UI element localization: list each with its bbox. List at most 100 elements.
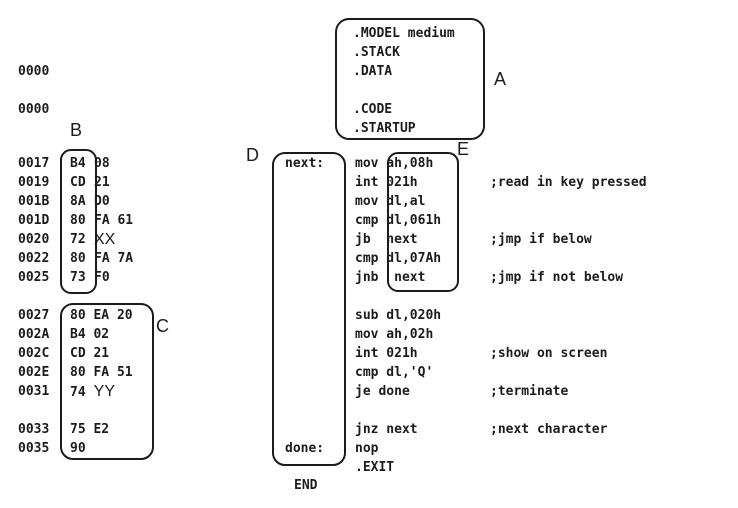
operand-bytes: F0 <box>94 268 110 287</box>
opcode-byte: 80 <box>70 251 86 266</box>
address: 0033 <box>18 422 50 437</box>
directive-line: .CODE <box>353 102 393 117</box>
comment: ;next character <box>490 422 608 437</box>
code-row: cmp dl,'Q' <box>0 363 738 382</box>
instruction: .EXIT <box>355 460 395 475</box>
code-row <box>0 401 738 420</box>
address: 0022 <box>18 251 50 266</box>
opcode-byte: 72 <box>70 232 86 247</box>
code-row <box>0 287 738 306</box>
listing-row: 002A B4 02 <box>0 325 738 344</box>
listing-row: 0022 80 FA 7A <box>0 249 738 268</box>
listing-row: 001D 80 FA 61 <box>0 211 738 230</box>
code-row: .EXIT <box>0 458 738 477</box>
instruction: cmp dl,'Q' <box>355 365 434 380</box>
end-directive: END <box>294 478 318 493</box>
annotation-box-d <box>272 152 346 466</box>
instruction: jnb next <box>355 270 426 285</box>
annotation-box-a <box>335 18 485 140</box>
opcode-byte: CD <box>70 175 86 190</box>
line-label: next: <box>285 156 325 171</box>
unknown-byte-placeholder: XX <box>94 231 116 248</box>
address: 0027 <box>18 308 50 323</box>
line-label: done: <box>285 441 325 456</box>
code-row: cmp dl,07Ah <box>0 249 738 268</box>
directive-line: .STACK <box>353 45 400 60</box>
annotation-box-e <box>387 152 459 292</box>
comment: ;show on screen <box>490 346 608 361</box>
annotation-box-c <box>60 303 154 460</box>
segment-address-column: 0000 0000 <box>18 62 49 119</box>
address: 0031 <box>18 384 50 399</box>
byte-text: 80 FA 51 <box>70 365 133 380</box>
address: 001D <box>18 213 50 228</box>
address: 0025 <box>18 270 50 285</box>
operand-bytes: 80 EA 20 <box>70 306 133 325</box>
instruction: mov dl,al <box>355 194 426 209</box>
region-label-a: A <box>494 69 507 89</box>
directive-line <box>353 81 455 100</box>
operand-bytes: CD 21 <box>70 344 109 363</box>
instruction: je done <box>355 384 410 399</box>
operand-bytes: 08 <box>94 154 110 173</box>
byte-text: CD 21 <box>70 346 110 361</box>
region-label-b: B <box>70 120 83 140</box>
instruction: int 021h <box>355 175 418 190</box>
comment: ;read in key pressed <box>490 175 647 190</box>
operand-bytes: D0 <box>94 192 110 211</box>
opcode-byte: 73 <box>70 270 86 285</box>
byte-text: D0 <box>94 194 110 209</box>
operand-bytes: 90 <box>70 439 86 458</box>
code-row: mov ah,02h <box>0 325 738 344</box>
operand-bytes: B4 02 <box>70 325 109 344</box>
address: 001B <box>18 194 50 209</box>
code-row: int 021h;show on screen <box>0 344 738 363</box>
segment-address: 0000 <box>18 102 50 117</box>
opcode-byte: 8A <box>70 194 86 209</box>
region-label-c: C <box>156 316 169 336</box>
instruction: jnz next <box>355 422 418 437</box>
address: 0019 <box>18 175 50 190</box>
instruction: mov ah,02h <box>355 327 434 342</box>
operand-bytes: FA 61 <box>94 211 133 230</box>
byte-text: 80 EA 20 <box>70 308 133 323</box>
byte-text: B4 02 <box>70 327 110 342</box>
address: 0020 <box>18 232 50 247</box>
directive-line: .DATA <box>353 64 393 79</box>
code-row: jnb next ;jmp if not below <box>0 268 738 287</box>
instruction: sub dl,020h <box>355 308 442 323</box>
segment-address: 0000 <box>18 64 50 79</box>
listing-row: 0035 90 <box>0 439 738 458</box>
comment: ;jmp if not below <box>490 270 624 285</box>
operand-bytes: 21 <box>94 173 110 192</box>
instruction: nop <box>355 441 379 456</box>
listing-row: 002E 80 FA 51 <box>0 363 738 382</box>
code-row: jb next;jmp if below <box>0 230 738 249</box>
instruction: cmp dl,061h <box>355 213 442 228</box>
address: 002A <box>18 327 50 342</box>
directive-line: .STARTUP <box>353 121 416 136</box>
opcode-byte: 80 <box>70 213 86 228</box>
code-row: sub dl,020h <box>0 306 738 325</box>
code-row: jnz next ;next character <box>0 420 738 439</box>
code-row: int 021h ;read in key pressed <box>0 173 738 192</box>
code-row: cmp dl,061h <box>0 211 738 230</box>
operand-bytes: 80 FA 51 <box>70 363 133 382</box>
byte-text: 74 <box>70 385 86 400</box>
directive-line: .MODEL medium <box>353 26 455 41</box>
listing-row: 0027 80 EA 20 <box>0 306 738 325</box>
code-row: mov dl,al <box>0 192 738 211</box>
address: 002E <box>18 365 50 380</box>
listing-row: 0019 CD 21 <box>0 173 738 192</box>
address: 0035 <box>18 441 50 456</box>
region-label-d: D <box>246 145 259 165</box>
byte-text: FA 7A <box>94 251 134 266</box>
address: 0017 <box>18 156 50 171</box>
